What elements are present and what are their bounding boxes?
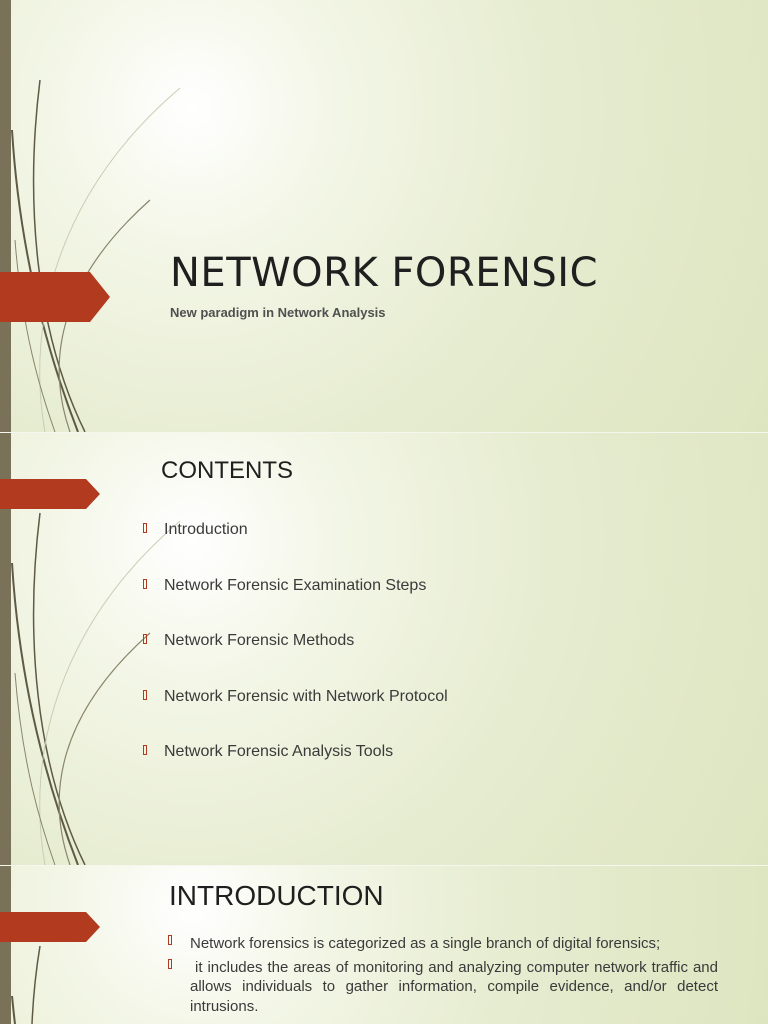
slide-subtitle: New paradigm in Network Analysis xyxy=(170,305,386,320)
list-item: Network Forensic Examination Steps xyxy=(143,577,448,633)
list-item-label: Introduction xyxy=(164,521,248,538)
list-item-label: Network Forensic Examination Steps xyxy=(164,576,427,594)
slide-contents: CONTENTS Introduction Network Forensic E… xyxy=(0,433,768,865)
list-item: Network Forensic Analysis Tools xyxy=(143,743,448,799)
slide-title-heading: NETWORK FORENSIC xyxy=(170,250,598,296)
decorative-curves xyxy=(11,945,41,1024)
bullet-icon xyxy=(168,958,172,969)
list-item: Network Forensic with Network Protocol xyxy=(143,688,448,744)
ribbon-tab xyxy=(0,479,100,509)
contents-list: Introduction Network Forensic Examinatio… xyxy=(143,521,448,799)
introduction-heading: INTRODUCTION xyxy=(169,880,384,911)
ribbon-tab xyxy=(0,912,100,942)
side-bar xyxy=(0,866,11,1024)
side-bar xyxy=(0,0,11,432)
side-bar xyxy=(0,433,11,865)
bullet-icon xyxy=(143,634,147,644)
bullet-icon xyxy=(143,578,147,589)
bullet-icon xyxy=(143,745,147,755)
list-item-text: it includes the areas of monitoring and … xyxy=(190,958,723,1015)
slide-introduction: INTRODUCTION Network forensics is catego… xyxy=(0,866,768,1024)
list-item-text: Network forensics is categorized as a si… xyxy=(190,935,661,952)
list-item-label: Network Forensic with Network Protocol xyxy=(164,687,448,705)
bullet-icon xyxy=(143,689,147,700)
decorative-curves xyxy=(11,512,181,865)
list-item-label: Network Forensic Analysis Tools xyxy=(164,743,394,760)
list-item-label: Network Forensic Methods xyxy=(164,632,355,649)
list-item: it includes the areas of monitoring and … xyxy=(168,958,718,1017)
slide-separator xyxy=(0,865,768,866)
introduction-list: Network forensics is categorized as a si… xyxy=(168,934,718,1020)
list-item: Introduction xyxy=(143,521,448,577)
list-item: Network forensics is categorized as a si… xyxy=(168,934,718,954)
bullet-icon xyxy=(143,523,147,533)
slide-title: NETWORK FORENSIC New paradigm in Network… xyxy=(0,0,768,432)
bullet-icon xyxy=(168,935,172,945)
decorative-curves xyxy=(11,79,181,432)
list-item: Network Forensic Methods xyxy=(143,632,448,688)
ribbon-tab xyxy=(0,272,110,322)
contents-heading: CONTENTS xyxy=(161,457,293,484)
slide-separator xyxy=(0,432,768,433)
